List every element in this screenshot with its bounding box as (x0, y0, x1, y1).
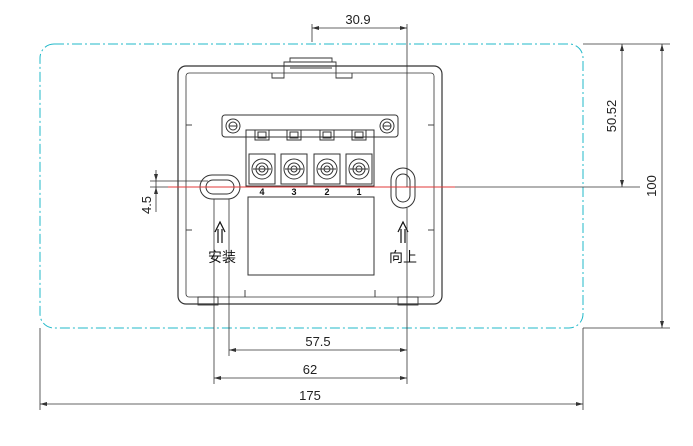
up-arrow-icon-right (397, 220, 409, 243)
terminal-top-1 (254, 129, 270, 141)
terminal-screw-icon (251, 158, 273, 180)
dimension-right-offset-text: 50.52 (604, 100, 619, 133)
up-arrow-icon-left (214, 220, 226, 243)
terminal-slot-4 (354, 131, 364, 139)
device-body (177, 65, 443, 305)
terminal-label-2: 2 (324, 187, 329, 197)
terminal-top-2 (286, 129, 302, 141)
dimension-arrowheads (40, 26, 664, 406)
terminal-screw-icon (316, 158, 338, 180)
terminal-slot-1 (257, 131, 267, 139)
dimension-right-offset (455, 43, 640, 188)
terminal-strip (221, 114, 399, 187)
arrowhead (154, 187, 158, 194)
arrowhead (214, 376, 221, 380)
arrowhead (620, 44, 624, 51)
terminal-screw-icon (283, 158, 305, 180)
side-ticks (186, 124, 434, 297)
arrowhead (229, 348, 236, 352)
dimension-overall-width (39, 328, 584, 410)
arrowhead (400, 26, 407, 30)
dimension-top-text: 30.9 (345, 12, 370, 27)
terminal-slot-3 (322, 131, 332, 139)
terminal-block-2 (280, 153, 308, 185)
dimension-top (311, 24, 408, 187)
dimension-hole-spacing-text: 57.5 (305, 334, 330, 349)
dimension-left-small (150, 170, 208, 212)
dimension-right-height (583, 43, 670, 329)
terminal-block-3 (313, 153, 341, 185)
arrowhead (312, 26, 319, 30)
arrowhead (660, 44, 664, 51)
up-label: 向上 (389, 250, 417, 266)
arrowhead (660, 321, 664, 328)
arrowhead (400, 376, 407, 380)
terminal-top-3 (319, 129, 335, 141)
dimension-outer-hole-spacing-text: 62 (303, 362, 317, 377)
dimension-right-height-text: 100 (644, 175, 659, 197)
device-body-inner (185, 72, 435, 298)
arrowhead (576, 402, 583, 406)
dimension-overall-width-text: 175 (299, 388, 321, 403)
bottom-tabs (197, 296, 419, 306)
terminal-label-4: 4 (259, 187, 264, 197)
label-window (247, 196, 375, 276)
arrowhead (154, 174, 158, 181)
dimension-left-small-text: 4.5 (139, 196, 154, 214)
terminal-block-4 (345, 153, 373, 185)
dimension-hole-spacing (228, 199, 408, 384)
terminal-label-1: 1 (356, 187, 361, 197)
terminal-slot-2 (289, 131, 299, 139)
mounting-hole-right (390, 167, 416, 209)
arrowhead (40, 402, 47, 406)
arrowhead (400, 348, 407, 352)
dimension-outer-hole-spacing (213, 199, 407, 384)
install-label: 安装 (208, 250, 236, 266)
terminal-top-4 (351, 129, 367, 141)
arrowhead (620, 180, 624, 187)
terminal-block-1 (248, 153, 276, 185)
panel-outline-dashed (39, 43, 584, 329)
terminal-screw-icon (348, 158, 370, 180)
top-clip (271, 57, 353, 79)
terminal-label-3: 3 (291, 187, 296, 197)
